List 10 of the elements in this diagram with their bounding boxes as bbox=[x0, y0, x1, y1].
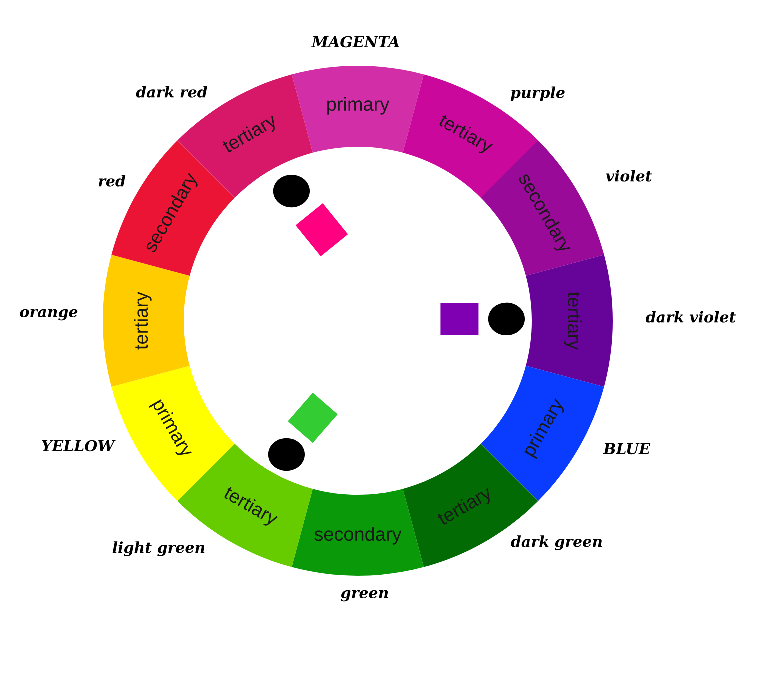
colour-name: dark violet bbox=[646, 311, 736, 323]
wheel-segment: secondary bbox=[292, 489, 424, 576]
colour-name: green bbox=[341, 590, 388, 602]
colour-name: orange bbox=[20, 309, 78, 321]
wheel-segment: tertiary bbox=[103, 255, 190, 387]
colour-name: BLUE bbox=[603, 443, 651, 455]
wheel-segment: tertiary bbox=[526, 255, 613, 387]
colour-name: violet bbox=[606, 170, 652, 182]
colour-name: MAGENTA bbox=[311, 36, 400, 48]
wheel-segment: primary bbox=[292, 66, 424, 153]
